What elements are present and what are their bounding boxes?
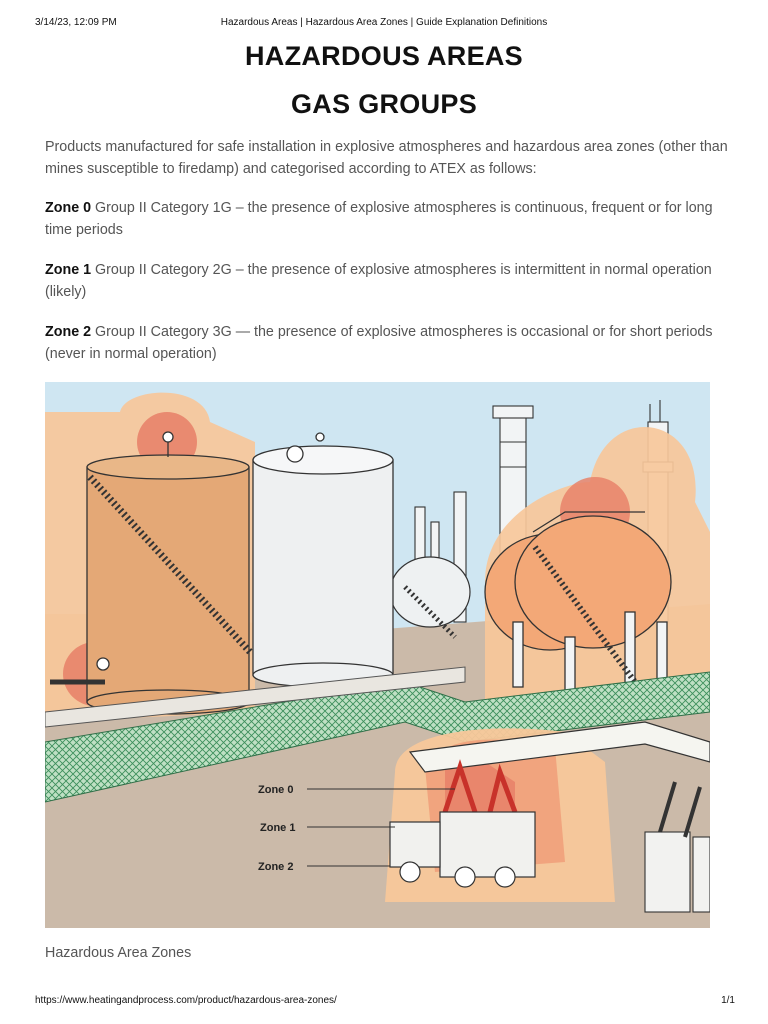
zone-legend: Zone 0 Zone 1 Zone 2	[258, 784, 455, 873]
small-sphere-tank	[389, 556, 471, 628]
storage-tank-left	[50, 431, 253, 715]
bund-wall	[45, 666, 466, 728]
legend-zone-1: Zone 1	[260, 822, 295, 834]
page-subtitle: GAS GROUPS	[290, 89, 478, 119]
figure-caption: Hazardous Area Zones	[45, 945, 192, 961]
storage-tank-white	[252, 432, 394, 688]
zone-2-text: Group II Category 3G — the presence of e…	[45, 324, 713, 362]
sphere-tanks	[484, 511, 672, 693]
print-datetime: 3/14/23, 12:09 PM	[35, 17, 117, 28]
zone-1-label: Zone 1	[45, 262, 92, 278]
zone-0-text: Group II Category 1G – the presence of e…	[45, 200, 713, 238]
zone-0-paragraph: Zone 0 Group II Category 1G – the presen…	[45, 197, 735, 241]
print-page-title: Hazardous Areas | Hazardous Area Zones |…	[220, 17, 548, 28]
print-url: https://www.heatingandprocess.com/produc…	[35, 995, 337, 1006]
legend-zone-2: Zone 2	[258, 861, 293, 873]
zone-0-label: Zone 0	[45, 200, 92, 216]
intro-paragraph: Products manufactured for safe installat…	[45, 139, 728, 177]
loading-pumps	[644, 781, 710, 913]
perimeter-fence	[45, 671, 710, 803]
legend-zone-0: Zone 0	[258, 784, 293, 796]
print-page-number: 1/1	[721, 995, 735, 1006]
zone-1-text: Group II Category 2G – the presence of e…	[45, 262, 712, 300]
zone-2-paragraph: Zone 2 Group II Category 3G — the presen…	[45, 321, 735, 365]
zone-1-paragraph: Zone 1 Group II Category 2G – the presen…	[45, 259, 735, 303]
zone-2-label: Zone 2	[45, 324, 92, 340]
tanker-truck	[389, 759, 536, 888]
loading-canopy	[408, 721, 710, 773]
hazardous-area-zones-illustration: Zone 0 Zone 1 Zone 2	[45, 382, 710, 928]
page-title: HAZARDOUS AREAS	[244, 41, 523, 71]
